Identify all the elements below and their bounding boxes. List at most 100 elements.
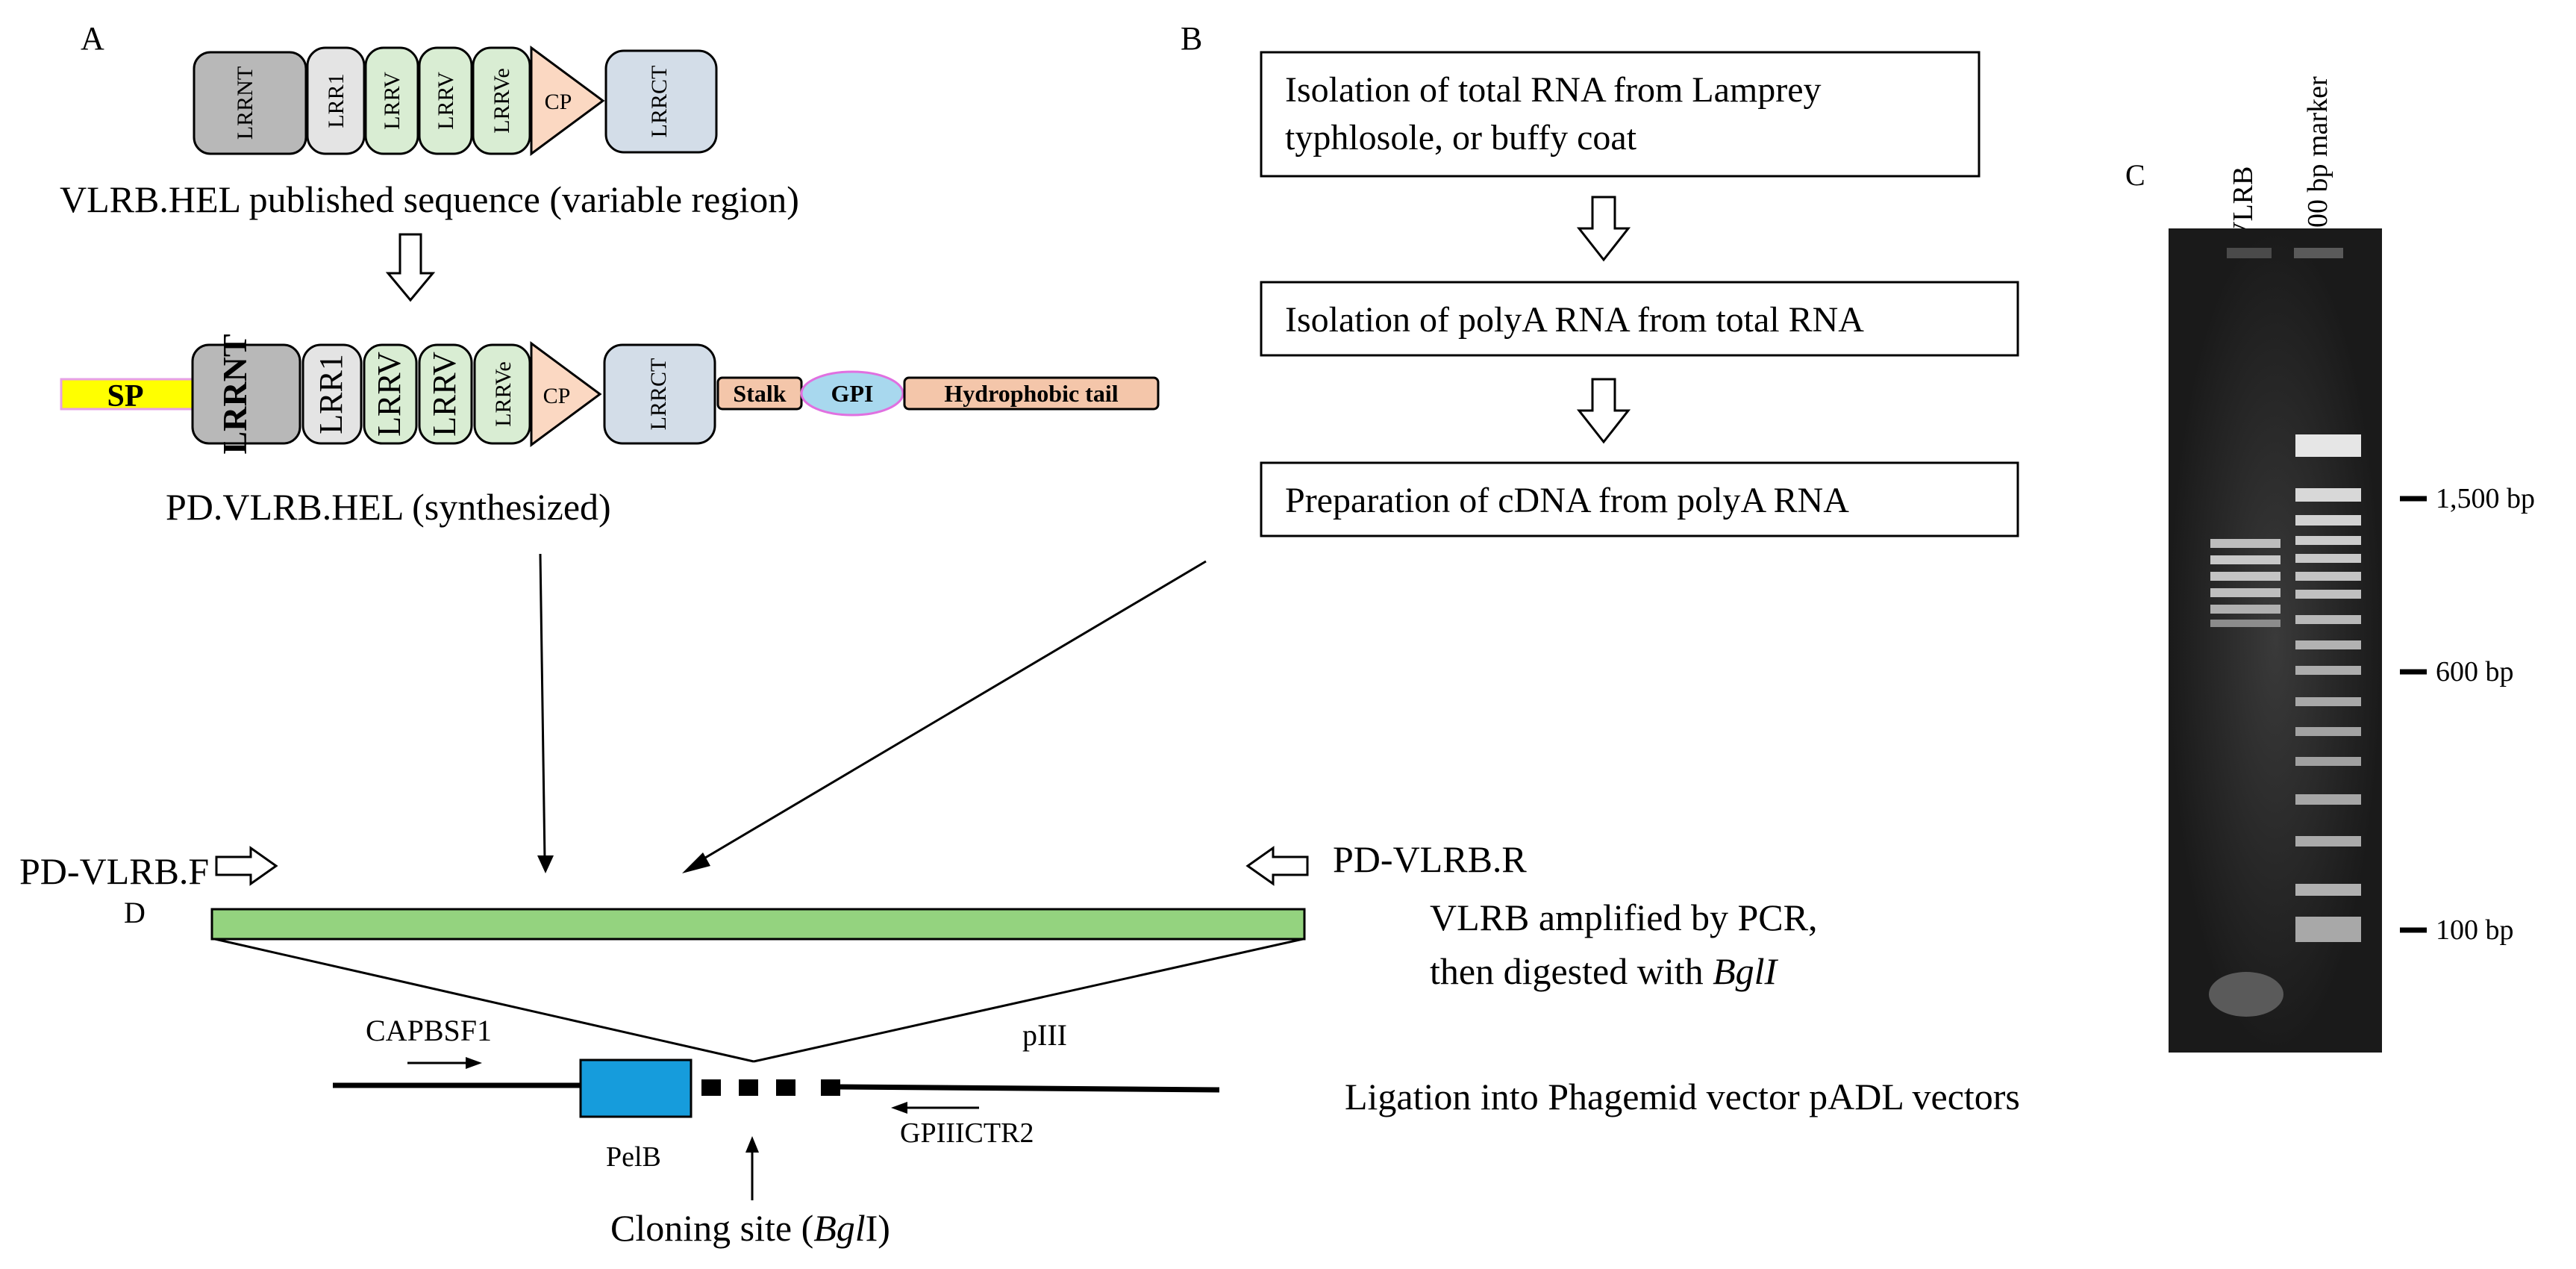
piii-label: pIII [1022,1018,1067,1052]
bottom-domain-lrrnt-label: LRRNT [216,334,254,454]
ladder-band [2295,554,2361,563]
ladder-band [2295,536,2361,545]
connector-arrows [537,553,1207,873]
bottom-domain-lrrct-label: LRRCT [646,358,671,431]
forward-primer-arrow [215,846,278,886]
step-1-line-1: Isolation of total RNA from Lamprey [1285,70,1822,110]
pcr-text-line-1: VLRB amplified by PCR, [1430,897,1817,938]
down-arrow-b-2 [1576,378,1631,444]
capbsf1-arrow-head [466,1057,482,1069]
ladder-band [2295,572,2361,581]
gel-well-vlrb [2227,248,2272,258]
top-domain-lrrv-1-label: LRRV [380,72,404,130]
stalk-domain-label: Stalk [733,380,786,407]
arrow-a-to-d [539,553,546,861]
top-domain-diagram: LRRNT LRR1 LRRV LRRV LRRVe CP LRRCT [193,46,718,156]
gpiiictr2-arrow-head [891,1102,907,1114]
panel-d: PD-VLRB.F D PD-VLRB.R VLRB amplified by … [19,838,2020,1249]
size-label-1500: 1,500 bp [2436,483,2535,514]
cloning-dash [739,1079,758,1096]
size-label-100: 100 bp [2436,914,2514,946]
ligation-text: Ligation into Phagemid vector pADL vecto… [1345,1076,2020,1117]
top-domain-lrrv-2 [418,46,473,155]
panel-c-label: C [2125,158,2145,192]
sp-domain-label: SP [107,379,143,414]
reverse-primer-arrow [1245,846,1309,886]
arrow-a-to-d-head [537,855,554,873]
vector-backbone-right [840,1084,1220,1093]
ladder-band [2295,697,2361,706]
vlrb-lane-bands [2209,539,2283,1017]
ladder-band [2295,917,2361,942]
vlrb-band [2210,572,2280,581]
ladder-band [2295,515,2361,526]
panel-c: C VLRB 100 bp marker [2125,76,2535,1053]
ladder-band [2295,615,2361,624]
pcr-enzyme: BglI [1713,950,1778,992]
cloning-site-label: Cloning site (BglI) [610,1207,890,1249]
bottom-domain-lrrv-2 [418,343,473,445]
top-domain-cp [530,46,605,156]
top-domain-lrrct-label: LRRCT [647,66,672,138]
cloning-dash [776,1079,795,1096]
capbsf1-label: CAPBSF1 [366,1014,492,1047]
bottom-domain-lrrct [603,343,716,445]
primer-dimer-glow [2209,972,2283,1017]
ladder-band [2295,434,2361,457]
top-domain-lrrve [472,46,531,155]
bottom-domain-cp [530,341,602,447]
vlrb-band [2210,588,2280,597]
vlrb-band [2210,555,2280,564]
step-3-text: Preparation of cDNA from polyA RNA [1285,481,1849,520]
ladder-band [2295,590,2361,599]
top-domain-cp-label: CP [545,90,572,114]
arrow-b-to-d-head [682,852,710,873]
cloning-suffix: I) [866,1207,890,1249]
size-label-600: 600 bp [2436,656,2514,687]
bottom-domain-lrr1-label: LRR1 [313,354,349,434]
insert-right-convergence [753,938,1304,1063]
cloning-site-arrow-head [745,1136,759,1153]
top-domain-lrr1-label: LRR1 [324,73,348,128]
top-domain-lrrve-label: LRRVe [490,68,514,134]
bottom-domain-diagram: SP LRRNT LRR1 LRRV LRRV LRRVe CP LRRCT S… [60,334,1160,455]
step-box-2 [1260,281,2019,357]
hydrophobic-tail-label: Hydrophobic tail [944,380,1118,407]
ladder-band [2295,884,2361,896]
panel-a: A LRRNT LRR1 LRRV LRRV LRRVe CP LRRCT VL… [60,20,1160,528]
forward-primer-label: PD-VLRB.F [19,850,209,892]
bottom-domain-lrrv-2-label: LRRV [426,352,463,437]
step-box-3 [1260,461,2019,537]
panel-d-label: D [124,896,146,929]
ladder-band [2295,836,2361,846]
bottom-domain-lrrve [473,343,531,445]
down-arrow-a [385,233,436,302]
ladder-band [2295,757,2361,766]
pelb-box [579,1058,693,1118]
gpi-domain [800,370,904,417]
arrow-b-to-d [693,560,1207,866]
bottom-domain-lrrve-label: LRRVe [491,361,516,427]
ladder-band [2295,640,2361,649]
pelb-label: PelB [606,1141,661,1173]
panel-a-label: A [81,20,104,57]
step-box-1 [1260,51,1981,178]
ladder-band [2295,666,2361,675]
cloning-dash [821,1079,840,1096]
vlrb-band [2210,539,2280,548]
ladder-band [2295,488,2361,502]
vlrb-band [2210,620,2280,627]
bottom-domain-lrr1 [301,343,363,445]
cloning-prefix: Cloning site ( [610,1207,813,1249]
marker-ladder-bands [2295,434,2361,942]
cloning-enzyme: Bgl [813,1207,865,1249]
top-domain-lrrv-2-label: LRRV [434,72,458,130]
pcr-text-line-2: then digested with BglI [1430,950,1779,992]
bottom-domain-lrrnt [191,343,301,445]
ladder-band [2295,727,2361,736]
top-caption: VLRB.HEL published sequence (variable re… [60,178,799,220]
bottom-domain-lrrv-1 [363,343,418,445]
gpiiictr2-label: GPIIICTR2 [900,1117,1034,1149]
gel-well-marker [2294,248,2343,258]
